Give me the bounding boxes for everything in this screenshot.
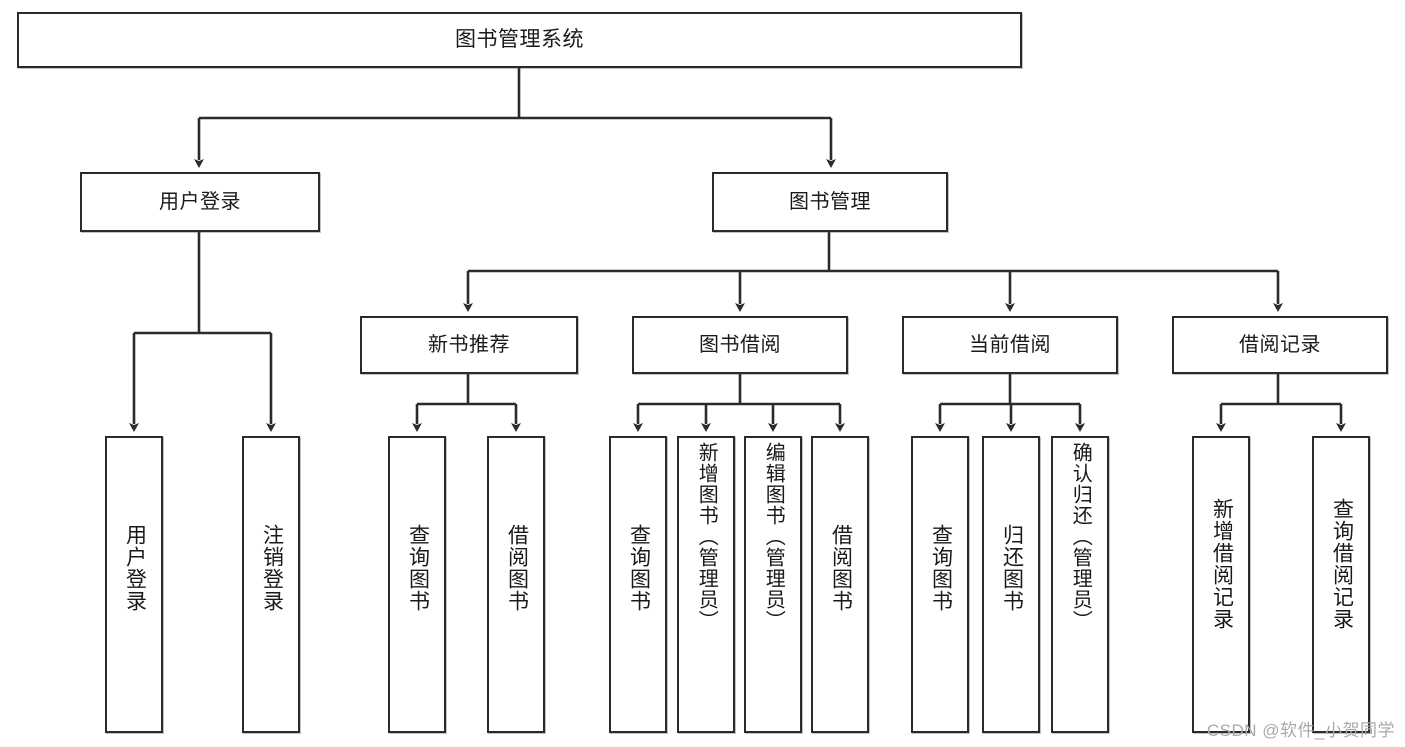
node-leaf-query-book-rec[interactable]: 查询图书 [388, 436, 446, 733]
node-leaf-query-borrow-record[interactable]: 查询借阅记录 [1312, 436, 1370, 733]
node-leaf-add-borrow-record[interactable]: 新增借阅记录 [1192, 436, 1250, 733]
node-new-book-recommend[interactable]: 新书推荐 [360, 316, 578, 374]
node-label: 编辑图书（管理员） [762, 442, 785, 631]
node-label: 用户登录 [123, 524, 147, 612]
node-root-system[interactable]: 图书管理系统 [17, 12, 1022, 68]
node-label: 归还图书 [1000, 524, 1024, 612]
node-borrow-record[interactable]: 借阅记录 [1172, 316, 1388, 374]
node-label: 当前借阅 [969, 333, 1051, 356]
node-label: 借阅图书 [829, 524, 853, 612]
node-current-borrow[interactable]: 当前借阅 [902, 316, 1118, 374]
node-label: 图书借阅 [699, 333, 781, 356]
node-leaf-edit-book-admin[interactable]: 编辑图书（管理员） [744, 436, 802, 733]
node-book-borrow[interactable]: 图书借阅 [632, 316, 848, 374]
node-label: 注销登录 [260, 524, 284, 612]
node-leaf-query-book-borrow[interactable]: 查询图书 [609, 436, 667, 733]
node-leaf-borrow-book-rec[interactable]: 借阅图书 [487, 436, 545, 733]
node-leaf-borrow-book-borrow[interactable]: 借阅图书 [811, 436, 869, 733]
node-label: 图书管理系统 [455, 27, 584, 51]
node-label: 新书推荐 [428, 333, 510, 356]
node-leaf-user-login[interactable]: 用户登录 [105, 436, 163, 733]
node-book-manage[interactable]: 图书管理 [712, 172, 948, 232]
node-leaf-query-book-current[interactable]: 查询图书 [911, 436, 969, 733]
node-label: 查询图书 [627, 524, 651, 612]
node-label: 用户登录 [159, 190, 241, 213]
node-leaf-user-logout[interactable]: 注销登录 [242, 436, 300, 733]
node-label: 确认归还（管理员） [1069, 442, 1092, 631]
node-label: 新增图书（管理员） [695, 442, 718, 631]
node-label: 查询借阅记录 [1330, 498, 1354, 630]
node-user-login[interactable]: 用户登录 [80, 172, 320, 232]
node-label: 新增借阅记录 [1210, 498, 1234, 630]
node-label: 查询图书 [929, 524, 953, 612]
node-label: 图书管理 [789, 190, 871, 213]
node-label: 借阅记录 [1239, 333, 1321, 356]
node-label: 查询图书 [406, 524, 430, 612]
node-label: 借阅图书 [505, 524, 529, 612]
node-leaf-return-book[interactable]: 归还图书 [982, 436, 1040, 733]
watermark-text: CSDN @软件_小贺同学 [1206, 721, 1395, 740]
node-leaf-add-book-admin[interactable]: 新增图书（管理员） [677, 436, 735, 733]
node-leaf-confirm-return-admin[interactable]: 确认归还（管理员） [1051, 436, 1109, 733]
